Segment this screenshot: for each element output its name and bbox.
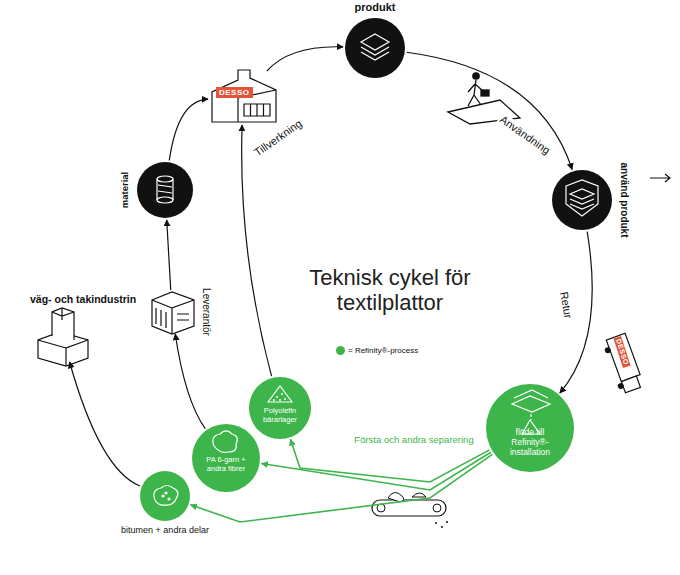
node-label: Leverantör <box>200 288 212 336</box>
edge-label: Användning <box>496 112 554 158</box>
granule-icon <box>268 386 292 402</box>
supplier-building: Leverantör <box>150 292 194 332</box>
process-circle: Polyolefin bärarlager <box>249 377 311 439</box>
node-label: DESSO <box>216 87 253 98</box>
factory-box: DESSO <box>210 73 276 123</box>
connector <box>290 439 489 482</box>
connector <box>70 362 140 486</box>
edge-label: Tillverkning <box>250 116 306 160</box>
fibre-icon <box>213 431 237 452</box>
node-label: PA 6-garn + andra fibrer <box>199 456 253 473</box>
bitumen-icon <box>154 486 178 506</box>
process-circle: bitumen + andra delar <box>140 471 190 521</box>
diagram-title: Teknisk cykel för textilplattor <box>295 265 485 316</box>
process-step-label: Första och andra separering <box>352 435 475 446</box>
node-label: väg- och takindustrin <box>30 293 136 305</box>
conveyor-icon <box>372 492 448 528</box>
used-product-icon <box>566 180 598 216</box>
product-circle: använd produkt <box>552 170 612 230</box>
legend-text: = Refinity®-process <box>348 346 418 355</box>
node-label: material <box>120 172 131 208</box>
connector <box>267 47 343 71</box>
material-circle: material <box>137 162 193 218</box>
connector <box>242 125 272 376</box>
connector <box>175 334 205 429</box>
truck-icon <box>602 333 645 394</box>
product-circle: produkt <box>345 18 405 78</box>
connector <box>169 99 208 160</box>
legend-row: = Refinity®-process <box>336 346 418 355</box>
factory-icon <box>212 70 276 122</box>
exit-arrow <box>650 174 670 182</box>
node-label: använd produkt <box>618 162 630 237</box>
connector <box>167 220 171 290</box>
node-label: produkt <box>355 1 396 14</box>
node-label: Polyolefin bärarlager <box>256 407 304 424</box>
building-icon <box>152 292 194 334</box>
connector <box>262 452 491 490</box>
industry-building: väg- och takindustrin <box>34 310 90 360</box>
process-circle: flöde till Refinity®-installation <box>486 384 574 472</box>
truck-sign: DESSO <box>613 336 630 368</box>
process-circle: PA 6-garn + andra fibrer <box>192 424 260 492</box>
edge-label: Retur <box>557 289 575 322</box>
node-label: bitumen + andra delar <box>121 525 209 535</box>
layer-icon <box>361 34 389 60</box>
tiles-icon <box>512 390 550 434</box>
spool-icon <box>157 176 173 203</box>
node-label: flöde till Refinity®-installation <box>497 428 563 457</box>
legend-swatch <box>336 346 345 355</box>
connector <box>407 52 572 169</box>
building-icon <box>38 308 88 366</box>
